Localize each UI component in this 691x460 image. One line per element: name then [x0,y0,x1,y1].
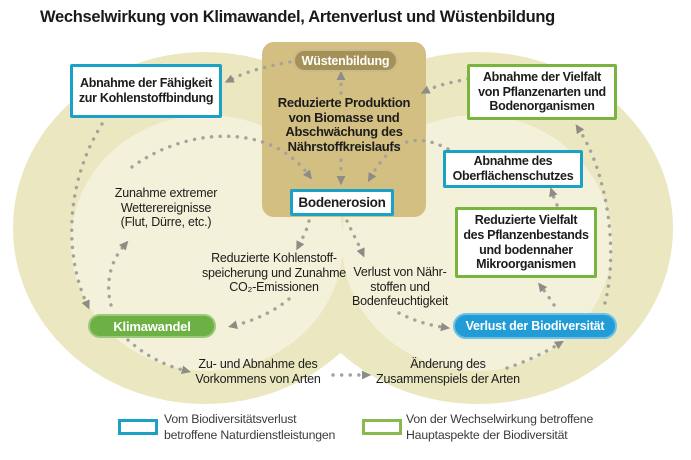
flow-arrows [70,60,613,380]
node-climate-change: Klimawandel [88,314,216,338]
arrow-climate-to-species [126,338,191,375]
label-extreme-weather: Zunahme extremer Wetterereignisse (Flut,… [114,186,218,230]
node-biodiversity-loss: Verlust der Biodiversität [453,313,617,339]
arrow-interaction-to-biodiversity [505,340,564,370]
label-species-interaction: Änderung des Zusammenspiels der Arten [376,357,520,386]
node-reduced-biomass: Reduzierte Produktion von Biomasse und A… [277,95,411,155]
legend-label-biodiversity-aspects: Von der Wechselwirkung betroffene Haupta… [406,412,594,442]
arrow-biodiversity-to-plantstock [538,282,556,307]
legend-swatch-teal [118,419,158,435]
node-surface-protection: Abnahme des Oberflächenschutzes [443,150,583,188]
arrow-surface-to-erosion [367,138,450,183]
node-plant-species-diversity: Abnahme der Vielfalt von Pflanzenarten u… [467,64,617,120]
node-soil-erosion: Bodenerosion [290,189,394,216]
node-plant-stock-diversity: Reduzierte Vielfalt des Pflanzenbestands… [455,207,597,278]
label-species-occurrence: Zu- und Abnahme des Vorkommens von Arten [195,357,321,386]
label-carbon-storage: Reduzierte Kohlenstoff- speicherung und … [201,251,347,295]
legend-swatch-green [362,419,402,435]
legend-label-nature-services: Vom Biodiversitätsverlust betroffene Nat… [164,412,336,442]
arrow-plantstock-to-surface [549,187,559,207]
label-nutrient-loss: Verlust von Nähr- stoffen und Bodenfeuch… [352,265,448,309]
arrow-nutrients-to-biodiversity [397,311,451,332]
node-carbon-binding: Abnahme der Fähigkeit zur Kohlenstoffbin… [70,64,222,118]
arrow-weather-to-erosion [130,134,312,180]
arrow-erosion-to-nutrients [345,219,365,258]
page-title: Wechselwirkung von Klimawandel, Artenver… [40,8,555,26]
node-desertification: Wüstenbildung [293,49,398,72]
